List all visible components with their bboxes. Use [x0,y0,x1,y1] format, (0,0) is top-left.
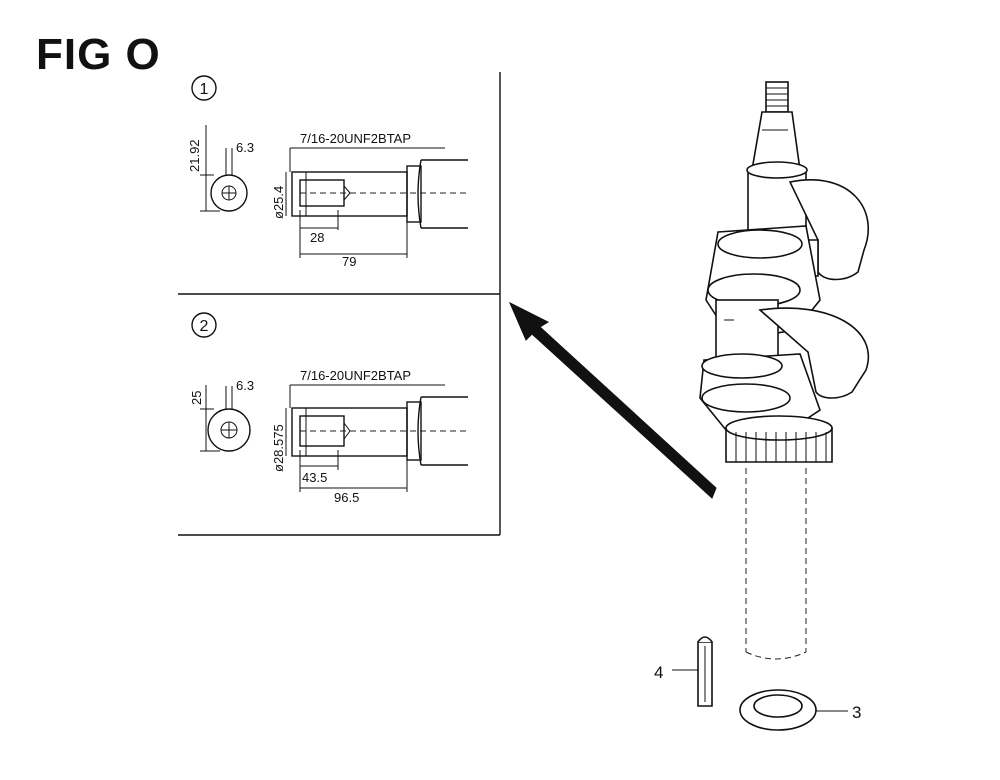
detail-1-diameter-dim: ø25.4 [271,186,286,219]
detail-1-key-dim: 6.3 [236,140,254,155]
detail-1-marker-circle [191,75,217,101]
detail-2-end-view [207,408,251,452]
leader-arrow [508,301,717,499]
detail-1: 1 21.92 6.3 7/16-20UNF2BTAP ø25.4 28 [187,75,470,269]
figure-title: FIG O [36,30,161,79]
detail-2-length-dim: 96.5 [334,490,359,505]
crankshaft [699,81,870,660]
washer-part: 3 [739,689,861,731]
detail-2-depth-dim: 43.5 [302,470,327,485]
detail-2-thread-label: 7/16-20UNF2BTAP [300,368,411,383]
key-part: 4 [654,636,713,707]
detail-1-depth-dim: 28 [310,230,324,245]
detail-panel [178,72,501,536]
detail-2-key-dim: 6.3 [236,378,254,393]
detail-1-marker: 1 [200,81,209,98]
detail-2-marker-circle [191,312,217,338]
detail-1-height-dim: 21.92 [187,139,202,172]
key-callout: 4 [654,663,663,682]
detail-1-end-view [210,174,248,212]
detail-1-length-dim: 79 [342,254,356,269]
detail-2-height-dim: 25 [189,391,204,405]
detail-2: 2 25 6.3 7/16-20UNF2BTAP ø28.575 43.5 [189,312,470,505]
detail-2-marker: 2 [200,318,209,335]
detail-1-thread-label: 7/16-20UNF2BTAP [300,131,411,146]
washer-callout: 3 [852,703,861,722]
detail-2-diameter-dim: ø28.575 [271,424,286,472]
